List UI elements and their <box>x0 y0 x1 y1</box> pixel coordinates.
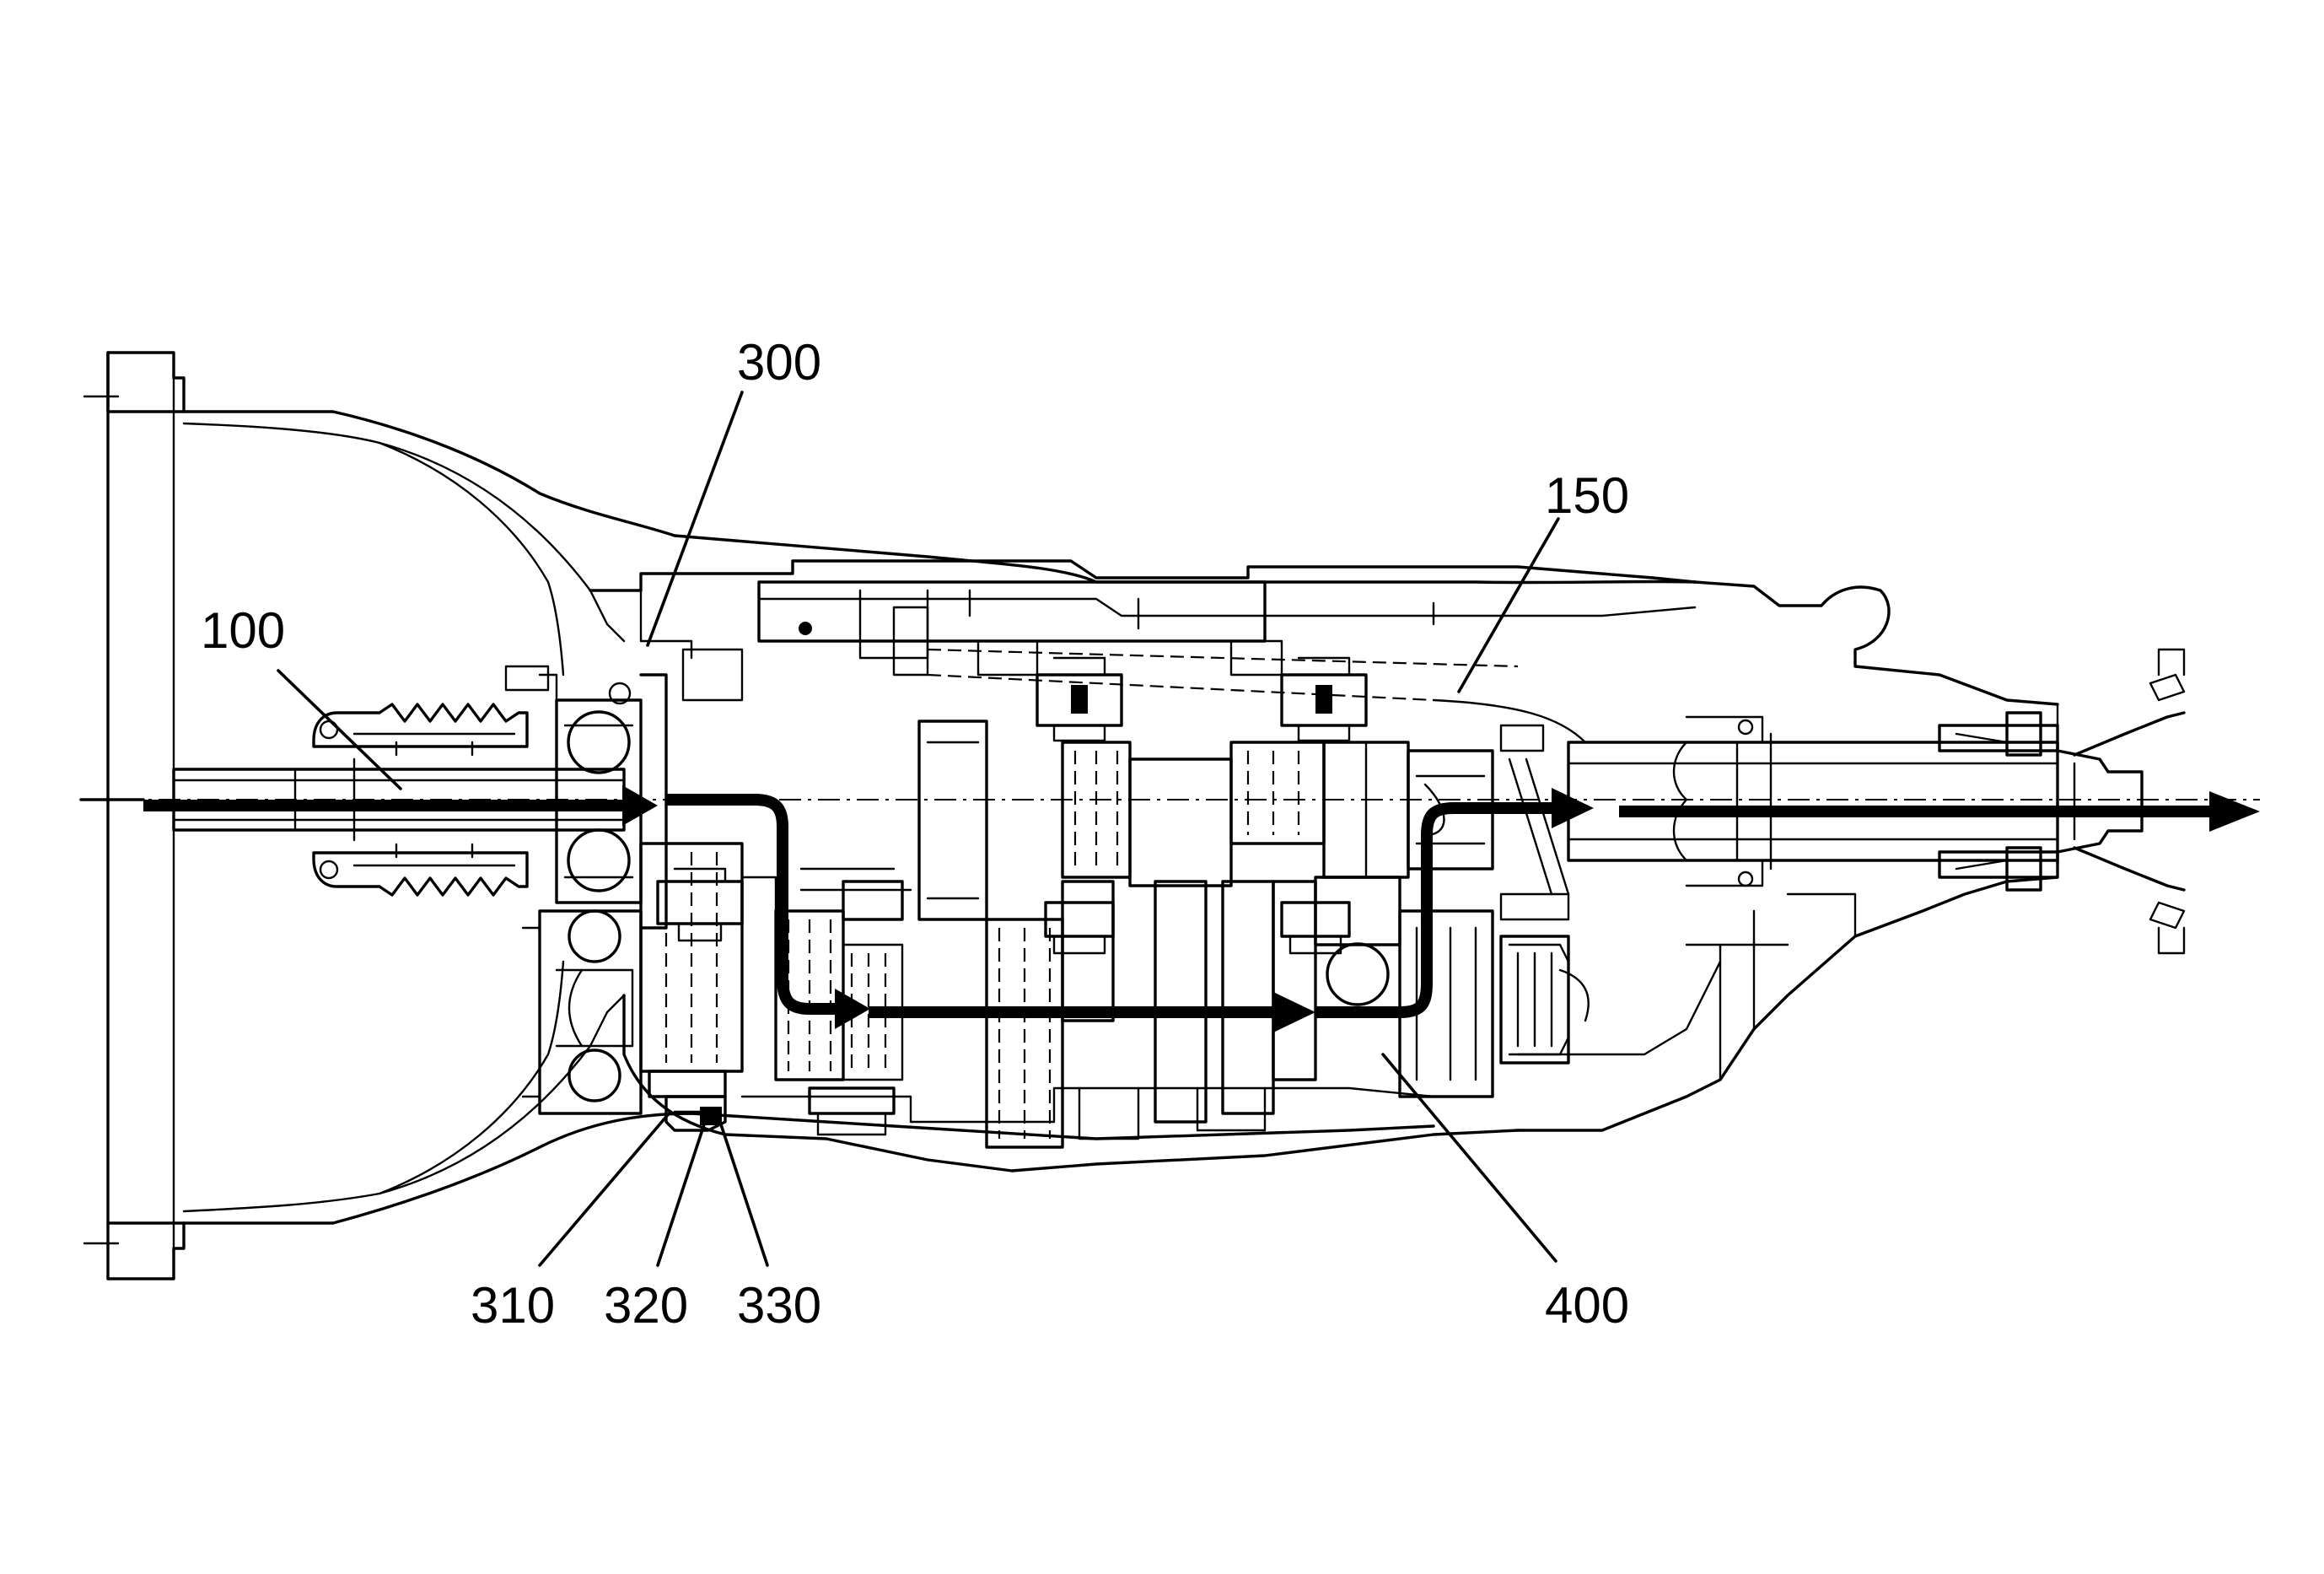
leader-line-400 <box>1381 1053 1557 1263</box>
transmission-housing <box>83 351 2059 1280</box>
reference-labels: 100 150 300 310 320 330 400 <box>201 334 1629 1334</box>
leader-line-150 <box>1457 517 1560 693</box>
main-gear-cluster <box>681 580 1590 1149</box>
flow-arrowhead-main <box>1273 992 1315 1032</box>
power-flow-path <box>79 785 2260 1032</box>
flow-arrowhead-countershaft <box>835 989 870 1029</box>
leader-line-330 <box>715 1110 769 1267</box>
label-100: 100 <box>201 602 285 659</box>
leader-line-320 <box>656 1110 710 1267</box>
reference-leader-lines <box>277 391 1560 1267</box>
label-320: 320 <box>604 1277 688 1334</box>
label-150: 150 <box>1545 467 1629 524</box>
leader-line-100 <box>277 669 402 790</box>
rear-output-section <box>1567 648 2186 955</box>
label-400: 400 <box>1545 1277 1629 1334</box>
leader-line-310 <box>538 1110 672 1267</box>
flow-arrowhead-output-shaft <box>1552 788 1594 828</box>
flow-arrowhead-output <box>2209 791 2260 832</box>
input-shaft-assembly <box>81 665 2260 930</box>
leader-line-300 <box>646 391 744 647</box>
flow-arrowhead-input <box>622 785 658 826</box>
label-310: 310 <box>471 1277 555 1334</box>
label-300: 300 <box>737 334 821 391</box>
label-330: 330 <box>737 1277 821 1334</box>
front-gear-section <box>521 842 912 1136</box>
